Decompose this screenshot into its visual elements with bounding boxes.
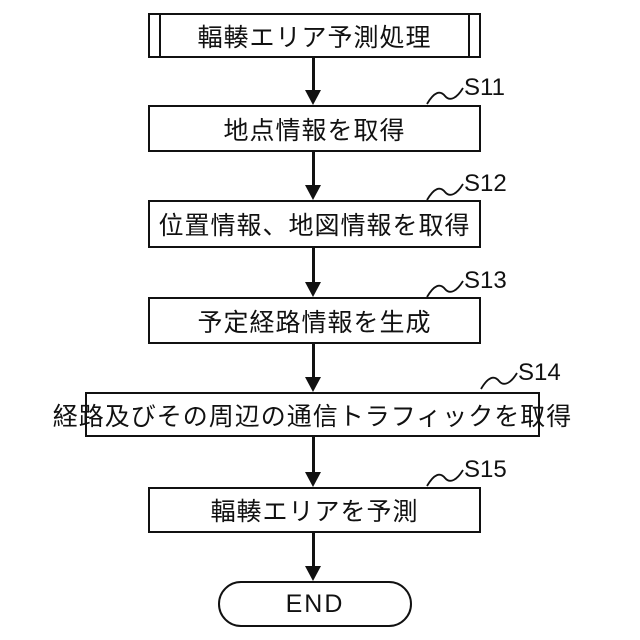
flow-arrow-5 <box>305 437 322 487</box>
step-box-s11: 地点情報を取得 <box>148 105 481 152</box>
step-box-s12: 位置情報、地図情報を取得 <box>148 200 481 248</box>
arrow-down-icon <box>305 566 321 581</box>
step-box-s15: 輻輳エリアを予測 <box>148 487 481 533</box>
step-label-s13: 予定経路情報を生成 <box>197 308 432 337</box>
step-label-s12: 位置情報、地図情報を取得 <box>158 212 471 240</box>
arrow-down-icon <box>305 282 321 297</box>
step-id-s13: S13 <box>464 267 507 294</box>
double-line-left-icon <box>159 15 161 56</box>
arrow-shaft <box>312 533 315 568</box>
start-process-box: 輻輳エリア予測処理 <box>148 13 481 58</box>
step-label-s15: 輻輳エリアを予測 <box>210 498 419 526</box>
leader-squiggle-icon <box>426 280 464 298</box>
flow-arrow-2 <box>305 152 322 200</box>
step-box-s14: 経路及びその周辺の通信トラフィックを取得 <box>53 392 571 437</box>
arrow-shaft <box>312 437 315 474</box>
step-tag-s11: S11 <box>426 76 505 106</box>
step-tag-s12: S12 <box>426 172 507 202</box>
arrow-shaft <box>312 248 315 284</box>
step-id-s12: S12 <box>464 170 507 197</box>
arrow-shaft <box>312 344 315 379</box>
arrow-down-icon <box>305 185 321 200</box>
arrow-down-icon <box>305 377 321 392</box>
step-tag-s14: S14 <box>480 361 561 391</box>
arrow-down-icon <box>305 90 321 105</box>
flow-arrow-4 <box>305 344 322 392</box>
step-id-s11: S11 <box>464 74 505 101</box>
step-label-s14: 経路及びその周辺の通信トラフィックを取得 <box>52 402 573 431</box>
arrow-shaft <box>312 57 315 92</box>
flow-arrow-3 <box>305 248 322 297</box>
arrow-shaft <box>312 152 315 187</box>
end-terminal-box: END <box>218 581 412 627</box>
step-tag-s13: S13 <box>426 269 507 299</box>
step-id-s14: S14 <box>518 359 561 386</box>
leader-squiggle-icon <box>426 183 464 201</box>
leader-squiggle-icon <box>480 372 518 390</box>
step-box-s13: 予定経路情報を生成 <box>148 297 481 344</box>
end-terminal-label: END <box>285 589 345 618</box>
step-id-s15: S15 <box>464 456 507 483</box>
start-process-label: 輻輳エリア予測処理 <box>197 23 432 52</box>
double-line-right-icon <box>468 15 470 56</box>
flow-arrow-6 <box>305 533 322 581</box>
step-label-s11: 地点情報を取得 <box>223 116 406 145</box>
leader-squiggle-icon <box>426 87 464 105</box>
leader-squiggle-icon <box>426 469 464 487</box>
arrow-down-icon <box>305 472 321 487</box>
flow-arrow-1 <box>305 57 322 105</box>
step-tag-s15: S15 <box>426 458 507 488</box>
